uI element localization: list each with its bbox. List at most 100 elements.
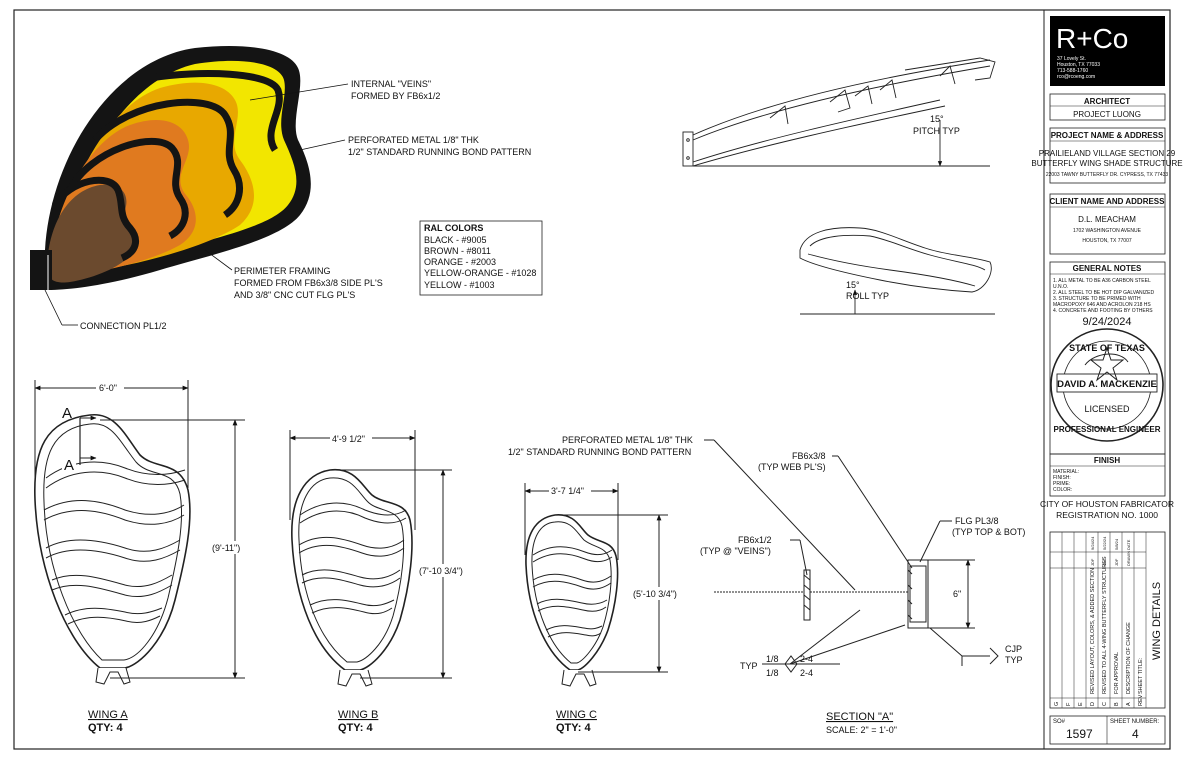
sheet-border xyxy=(13,9,1171,750)
rev-letter: A xyxy=(1126,702,1132,706)
ral-item: BROWN - #8011 xyxy=(424,246,491,256)
rev-date: 5/8/24 xyxy=(1114,538,1119,550)
sheet-number-label: SHEET NUMBER: xyxy=(1110,719,1160,725)
rev-date: DATE xyxy=(1126,539,1131,550)
section-perforated-2: 1/2" STANDARD RUNNING BOND PATTERN xyxy=(508,447,691,457)
finish-label: FINISH xyxy=(1094,456,1120,465)
fb-web-label-1: FB6x3/8 xyxy=(792,451,826,461)
project-label: PROJECT NAME & ADDRESS xyxy=(1051,131,1164,140)
perforated-label-1: PERFORATED METAL 1/8" THK xyxy=(348,135,479,145)
finish-field: PRIME: xyxy=(1053,481,1070,487)
sheet-title-label: SHEET TITLE: xyxy=(1138,657,1144,694)
fabricator-line-2: REGISTRATION NO. 1000 xyxy=(1056,510,1158,520)
veins-label-2: FORMED BY FB6x1/2 xyxy=(351,91,440,101)
wing-c-name: WING C xyxy=(556,709,597,721)
weld-typ: TYP xyxy=(740,661,758,671)
wing-c-width: 3'-7 1/4" xyxy=(551,486,584,496)
sheet-number: 4 xyxy=(1132,727,1139,741)
project-name-2: BUTTERFLY WING SHADE STRUCTURE xyxy=(1031,159,1182,168)
pitch-elevation xyxy=(682,57,996,167)
section-a-detail xyxy=(704,439,999,673)
cjp-label: CJP xyxy=(1005,644,1022,654)
flg-label-2: (TYP TOP & BOT) xyxy=(952,527,1025,537)
section-perforated-1: PERFORATED METAL 1/8" THK xyxy=(562,435,693,445)
logo-address: 713-588-1760 xyxy=(1057,68,1088,74)
so-label: SO# xyxy=(1053,719,1066,725)
rev-by: DRAWN xyxy=(1126,551,1131,566)
fb-veins-label-1: FB6x1/2 xyxy=(738,535,772,545)
rev-letter: B xyxy=(1114,702,1120,706)
wing-a-qty: QTY: 4 xyxy=(88,722,124,734)
wing-b-width: 4'-9 1/2" xyxy=(332,434,365,444)
roll-angle: 15° xyxy=(846,280,860,290)
wing-b-height: (7'-10 3/4") xyxy=(419,566,463,576)
wing-b-plan xyxy=(289,430,452,687)
rev-letter: G xyxy=(1054,702,1060,706)
finish-field: MATERIAL: xyxy=(1053,469,1079,475)
logo-text: R+Co xyxy=(1056,23,1128,54)
rev-description: REVISED TO ALL 4-WING BUTTERFLY STRUCTUR… xyxy=(1102,556,1108,694)
rev-by: JDF xyxy=(1090,558,1095,566)
rev-date: 9/24/24 xyxy=(1090,536,1095,550)
note-line: MACROPOXY 646 AND ACROLON 218 HS xyxy=(1053,302,1151,308)
connection-plate xyxy=(30,250,52,290)
weld-size-bot: 1/8 xyxy=(766,668,779,678)
finish-field: FINISH: xyxy=(1053,475,1071,481)
ral-colors-legend: RAL COLORS BLACK - #9005 BROWN - #8011 O… xyxy=(419,220,543,296)
rev-description: DESCRIPTION OF CHANGE xyxy=(1126,622,1132,694)
perimeter-label-1: PERIMETER FRAMING xyxy=(234,266,331,276)
weld-length-top: 2-4 xyxy=(800,654,813,664)
perforated-label-2: 1/2" STANDARD RUNNING BOND PATTERN xyxy=(348,147,531,157)
fb-web-label-2: (TYP WEB PL'S) xyxy=(758,462,826,472)
pe-seal-stamp xyxy=(1050,328,1164,442)
vein-4 xyxy=(52,176,140,262)
notes-label: GENERAL NOTES xyxy=(1073,264,1142,273)
seal-date: 9/24/2024 xyxy=(1083,316,1132,328)
ral-item: BLACK - #9005 xyxy=(424,235,487,245)
rev-description: FOR APPROVAL xyxy=(1114,652,1120,694)
logo-address: rco@rcoeng.com xyxy=(1057,74,1095,80)
weld-length-bot: 2-4 xyxy=(800,668,813,678)
title-block: R+Co 37 Lovely St. Houston, TX 77033 713… xyxy=(1031,16,1183,745)
rev-header: REV xyxy=(1138,694,1144,706)
note-line: 3. STRUCTURE TO BE PRIMED WITH xyxy=(1053,296,1141,302)
pitch-angle: 15° xyxy=(930,114,944,124)
finish-field: COLOR: xyxy=(1053,487,1072,493)
ral-title: RAL COLORS xyxy=(424,223,483,233)
fabricator-line-1: CITY OF HOUSTON FABRICATOR xyxy=(1040,499,1174,509)
vein-1 xyxy=(149,70,283,152)
rev-by: JDF xyxy=(1114,558,1119,566)
roll-label: ROLL TYP xyxy=(846,291,889,301)
note-line: 4. CONCRETE AND FOOTING BY OTHERS xyxy=(1053,308,1153,314)
wing-3d-brown xyxy=(48,184,136,283)
architect-label: ARCHITECT xyxy=(1084,97,1130,106)
connection-label: CONNECTION PL1/2 xyxy=(80,321,167,331)
veins-label-1: INTERNAL "VEINS" xyxy=(351,79,431,89)
wing-b-qty: QTY: 4 xyxy=(338,722,374,734)
rev-letter: E xyxy=(1078,702,1084,706)
rev-by: JDF xyxy=(1102,558,1107,566)
project-address: 22003 TAWNY BUTTERFLY DR. CYPRESS, TX 77… xyxy=(1046,172,1169,178)
rev-description: REVISED LAYOUT, COLORS, & ADDED SECTION xyxy=(1090,568,1096,694)
weld-size-top: 1/8 xyxy=(766,654,779,664)
note-line: 2. ALL STEEL TO BE HOT DIP GALVANIZED xyxy=(1053,290,1154,296)
note-line: U.N.O. xyxy=(1053,284,1068,290)
seal-profession: PROFESSIONAL ENGINEER xyxy=(1054,425,1161,434)
rev-letter: F xyxy=(1066,702,1072,706)
flg-label-1: FLG PL3/8 xyxy=(955,516,999,526)
seal-state: STATE OF TEXAS xyxy=(1069,343,1145,353)
vein-2 xyxy=(92,98,243,218)
perimeter-label-3: AND 3/8" CNC CUT FLG PL'S xyxy=(234,290,355,300)
cjp-typ: TYP xyxy=(1005,655,1023,665)
wing-3d-view xyxy=(30,46,311,295)
vein-3 xyxy=(66,137,189,240)
sheet-title: WING DETAILS xyxy=(1151,582,1163,660)
rev-letter: C xyxy=(1102,702,1108,706)
ral-item: ORANGE - #2003 xyxy=(424,257,496,267)
wing-c-qty: QTY: 4 xyxy=(556,722,592,734)
wing-a-plan xyxy=(34,380,245,685)
section-dim-6in: 6" xyxy=(953,589,961,599)
wing-a-name: WING A xyxy=(88,709,128,721)
ral-item: YELLOW - #1003 xyxy=(424,280,495,290)
